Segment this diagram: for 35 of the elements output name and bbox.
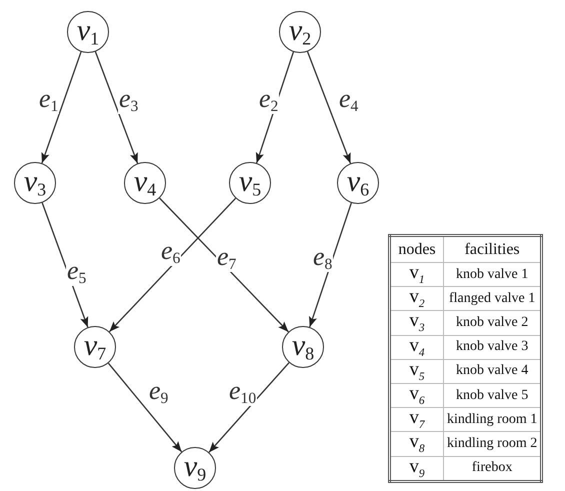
node-circle (14, 162, 56, 204)
node-circle (337, 162, 379, 204)
node-circle (229, 162, 271, 204)
arrow (309, 202, 352, 328)
column-header: nodes (390, 236, 444, 262)
node-name: v$_{2}$ (390, 286, 444, 311)
node-label: v$_{2}$ (288, 16, 312, 48)
node-label: v$_{5}$ (238, 167, 262, 199)
node-name: v$_{5}$ (390, 359, 444, 384)
node-label: v$_{9}$ (184, 452, 206, 484)
node-circle (67, 11, 109, 53)
node-circle (74, 326, 116, 368)
arrow (94, 51, 138, 164)
node-name: v$_{1}$ (390, 262, 444, 287)
node-label: v$_{8}$ (292, 331, 314, 363)
node-name: v$_{7}$ (390, 408, 444, 432)
arrow (208, 362, 290, 453)
node-label: v$_{3}$ (24, 167, 46, 199)
node-name: v$_{6}$ (390, 384, 444, 408)
arrow (306, 51, 352, 164)
node-label: v$_{7}$ (84, 331, 106, 363)
arrow (159, 198, 289, 332)
arrow (108, 198, 236, 332)
node-name: v$_{4}$ (390, 335, 444, 360)
node-circle (279, 11, 321, 53)
node-label: v$_{4}$ (134, 167, 156, 199)
node-label: v$_{1}$ (76, 16, 100, 48)
arrow (108, 362, 182, 452)
node-circle (282, 326, 324, 368)
node-circle (174, 447, 216, 489)
node-circle (124, 162, 166, 204)
node-label: v$_{6}$ (346, 167, 370, 199)
node-name: v$_{3}$ (390, 310, 444, 336)
node-name: v$_{8}$ (390, 432, 444, 456)
arrow (41, 52, 82, 164)
